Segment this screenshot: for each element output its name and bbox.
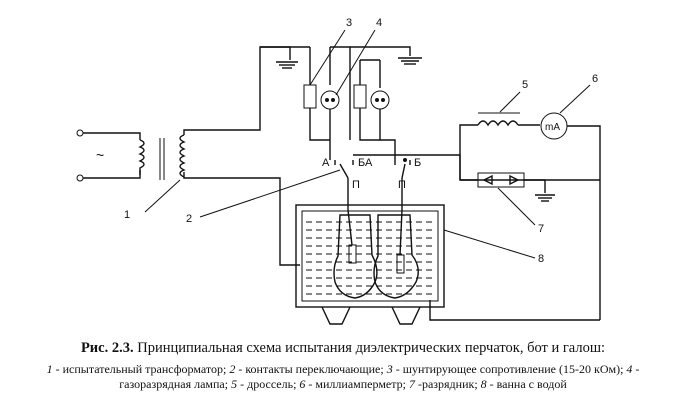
figure-caption: Рис. 2.3. Принципиальная схема испытания… xyxy=(0,340,686,357)
glove-right xyxy=(373,214,419,299)
callout-7: 7 xyxy=(538,223,544,235)
transformer xyxy=(138,134,186,180)
gas-lamp-right xyxy=(370,90,390,110)
glove-left xyxy=(333,214,378,299)
callout-1: 1 xyxy=(124,209,130,221)
source-terminal-bottom xyxy=(76,174,84,182)
water-bath xyxy=(295,204,445,325)
callout-5: 5 xyxy=(522,79,528,91)
shunt-resistor-right xyxy=(353,84,367,109)
meter-label: mA xyxy=(545,122,560,133)
callout-3: 3 xyxy=(346,17,352,29)
source-ac-symbol: ~ xyxy=(96,147,104,163)
switch-label-b: Б xyxy=(414,157,421,169)
callout-6: 6 xyxy=(592,73,598,85)
caption-text: Принципиальная схема испытания диэлектри… xyxy=(137,340,606,356)
legend-item: 2 - контакты переключающие; xyxy=(229,362,387,376)
callout-leaders xyxy=(144,29,591,259)
circuit-diagram-svg: ~ А БА Б П П xyxy=(76,17,601,325)
circuit-diagram: ~ А БА Б П П xyxy=(76,17,601,325)
legend-item: 1 - испытательный трансформатор; xyxy=(46,362,230,376)
caption-prefix: Рис. 2.3. xyxy=(80,340,134,356)
choke xyxy=(477,120,519,127)
switch-left xyxy=(334,160,354,210)
legend-item: 5 - дроссель; xyxy=(231,377,300,391)
switch-label-p-left: П xyxy=(352,179,360,191)
shunt-resistor-left xyxy=(303,84,317,109)
figure-legend: 1 - испытательный трансформатор; 2 - кон… xyxy=(20,362,666,392)
source-terminal-top xyxy=(76,129,84,137)
legend-item: 8 - ванна с водой xyxy=(480,377,567,391)
legend-item: 6 - миллиамперметр; xyxy=(299,377,409,391)
callout-4: 4 xyxy=(376,17,382,29)
callout-2: 2 xyxy=(186,213,192,225)
switch-label-ba: БА xyxy=(358,157,373,169)
legend-item: 4 - газоразрядная лампа; xyxy=(119,362,640,391)
legend-item: 3 - шунтирующее сопротивление (15-20 кОм… xyxy=(386,362,627,376)
legend-item: 7 -разрядник; xyxy=(408,377,481,391)
callout-8: 8 xyxy=(538,253,544,265)
switch-label-a: А xyxy=(322,157,330,169)
